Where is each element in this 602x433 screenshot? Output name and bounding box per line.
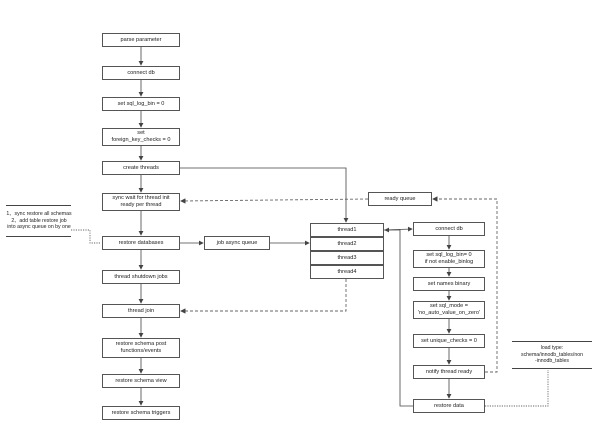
edge-ready-to-sync <box>180 198 369 204</box>
set-sql-log-bin-thread-box: set sql_log_bin= 0 if not enable_binlog <box>413 250 485 268</box>
edge-tdata-to-threads <box>384 227 413 407</box>
thread4-box: thread4 <box>310 265 384 279</box>
set-names-binary-box: set names binary <box>413 277 485 291</box>
connect-db-thread-box: connect db <box>413 222 485 236</box>
job-async-queue-box: job async queue <box>204 236 270 250</box>
set-sql-mode-box: set sql_mode = 'no_auto_value_on_zero' <box>413 301 485 319</box>
create-threads-box: create threads <box>102 161 180 175</box>
set-sql-log-bin-main-box: set sql_log_bin = 0 <box>102 97 180 111</box>
connect-db-main-box: connect db <box>102 66 180 80</box>
load-type-note: load type: schema/innodb_tables/non -inn… <box>520 345 583 365</box>
sync-wait-box: sync wait for thread init ready per thre… <box>102 193 180 211</box>
thread2-box: thread2 <box>310 237 384 251</box>
edge-notify-to-ready <box>432 196 498 373</box>
connectors <box>71 47 549 407</box>
ready-queue-box: ready queue <box>368 192 432 206</box>
restore-schema-view-box: restore schema view <box>102 374 180 388</box>
set-unique-checks-box: set unique_checks = 0 <box>413 334 485 348</box>
edge-threads-to-join <box>180 279 347 314</box>
restore-data-box: restore data <box>413 399 485 413</box>
load-type-note-bracket <box>512 341 592 369</box>
note-link-restore <box>71 229 101 244</box>
restore-note: 1、sync restore all schemas 2、add table r… <box>6 211 72 231</box>
edge-create-to-threads <box>180 167 349 223</box>
note-link-loadtype <box>485 370 549 407</box>
set-foreign-key-checks-box: set foreign_key_checks = 0 <box>102 128 180 146</box>
restore-databases-box: restore databases <box>102 236 180 250</box>
thread3-box: thread3 <box>310 251 384 265</box>
thread-join-box: thread join <box>102 304 180 318</box>
restore-schema-triggers-box: restore schema triggers <box>102 406 180 420</box>
restore-note-bracket <box>6 205 71 237</box>
notify-thread-ready-box: notify thread ready <box>413 365 485 379</box>
thread1-box: thread1 <box>310 223 384 237</box>
restore-schema-post-box: restore schema post functions/events <box>102 338 180 358</box>
parse-parameter-box: parse parameter <box>102 33 180 47</box>
thread-shutdown-jobs-box: thread shutdown jobs <box>102 270 180 284</box>
